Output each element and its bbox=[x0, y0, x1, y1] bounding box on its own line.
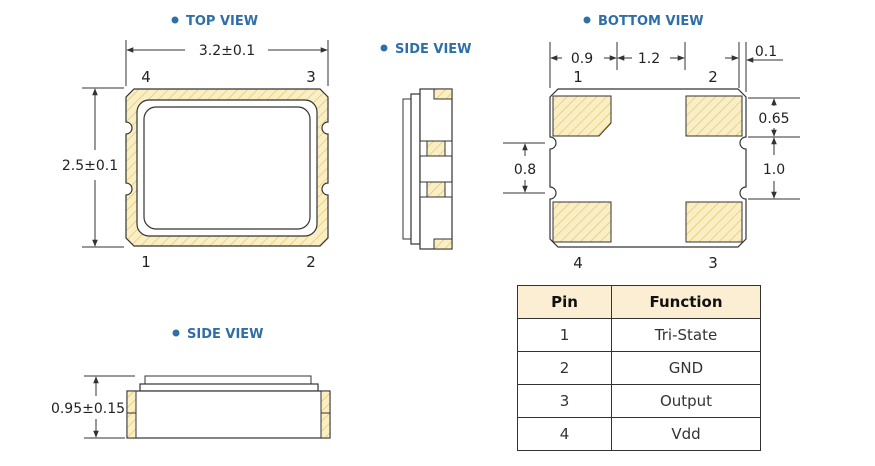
top-pin-4: 4 bbox=[141, 68, 151, 86]
table-cell-function: Tri-State bbox=[611, 318, 761, 352]
side-view-right bbox=[402, 88, 453, 250]
header-side-view-bottom: SIDE VIEW bbox=[172, 327, 264, 342]
side-height-dim: 0.95±0.15 bbox=[51, 401, 125, 417]
side-lid bbox=[402, 98, 412, 240]
side-pad bbox=[320, 412, 331, 439]
bottom-view: 0.9 1.2 0.1 0.65 1.0 0.8 1 2 4 3 bbox=[503, 42, 800, 272]
bottom-dim-1-0: 1.0 bbox=[763, 162, 785, 178]
bullet-icon bbox=[583, 16, 591, 24]
side-body bbox=[419, 88, 453, 250]
side-view-bottom: 0.95±0.15 bbox=[51, 375, 331, 439]
top-pin-3: 3 bbox=[306, 68, 316, 86]
table-cell-function: Vdd bbox=[611, 417, 761, 451]
bottom-pin-4: 4 bbox=[573, 254, 583, 272]
side-pad bbox=[426, 140, 446, 157]
header-side-view-right: SIDE VIEW bbox=[380, 42, 472, 57]
table-header-row: Pin Function bbox=[517, 285, 761, 319]
table-cell-function: Output bbox=[611, 384, 761, 418]
side-body bbox=[126, 390, 331, 439]
top-height-dim: 2.5±0.1 bbox=[62, 158, 118, 174]
side-pad bbox=[126, 390, 137, 414]
side-pad bbox=[433, 88, 453, 100]
table-cell-pin: 1 bbox=[517, 318, 612, 352]
top-pin-2: 2 bbox=[306, 253, 316, 271]
top-lid-inner bbox=[143, 106, 311, 230]
table-row: 3 Output bbox=[517, 384, 761, 418]
bullet-icon bbox=[171, 16, 179, 24]
header-top-view: TOP VIEW bbox=[171, 14, 258, 29]
top-width-dim: 3.2±0.1 bbox=[199, 43, 255, 59]
table-row: 2 GND bbox=[517, 351, 761, 385]
pin-function-table: Pin Function 1 Tri-State 2 GND 3 Output … bbox=[517, 285, 761, 451]
table-row: 1 Tri-State bbox=[517, 318, 761, 352]
bottom-pad-4 bbox=[552, 201, 612, 243]
table-header-function: Function bbox=[611, 285, 761, 319]
bottom-dim-0-1: 0.1 bbox=[755, 44, 777, 60]
side-rim bbox=[139, 383, 319, 392]
bottom-pad-2 bbox=[685, 95, 743, 137]
bullet-icon bbox=[172, 329, 180, 337]
table-cell-pin: 2 bbox=[517, 351, 612, 385]
bottom-pad-1 bbox=[552, 95, 612, 137]
side-lid bbox=[144, 375, 312, 385]
top-view: 3.2±0.1 2.5±0.1 4 3 1 2 bbox=[62, 40, 329, 271]
bottom-pad-3 bbox=[685, 201, 743, 243]
bottom-dim-1-2: 1.2 bbox=[638, 51, 660, 67]
bottom-pin-2: 2 bbox=[708, 68, 718, 86]
header-bottom-view-text: BOTTOM VIEW bbox=[598, 14, 704, 29]
bottom-dim-0-9: 0.9 bbox=[571, 51, 593, 67]
bullet-icon bbox=[380, 44, 388, 52]
side-pad bbox=[433, 238, 453, 250]
table-cell-pin: 4 bbox=[517, 417, 612, 451]
header-top-view-text: TOP VIEW bbox=[186, 14, 258, 29]
side-rim bbox=[410, 93, 421, 245]
header-side-view-right-text: SIDE VIEW bbox=[395, 42, 472, 57]
table-header-pin: Pin bbox=[517, 285, 612, 319]
table-cell-function: GND bbox=[611, 351, 761, 385]
table-row: 4 Vdd bbox=[517, 417, 761, 451]
side-pad bbox=[426, 181, 446, 198]
header-side-view-bottom-text: SIDE VIEW bbox=[187, 327, 264, 342]
table-cell-pin: 3 bbox=[517, 384, 612, 418]
header-bottom-view: BOTTOM VIEW bbox=[583, 14, 704, 29]
bottom-dim-0-65: 0.65 bbox=[758, 111, 789, 127]
bottom-pin-3: 3 bbox=[708, 254, 718, 272]
bottom-dim-0-8: 0.8 bbox=[514, 162, 536, 178]
side-pad bbox=[126, 412, 137, 439]
side-pad bbox=[320, 390, 331, 414]
top-pin-1: 1 bbox=[141, 253, 151, 271]
bottom-pin-1: 1 bbox=[573, 68, 583, 86]
